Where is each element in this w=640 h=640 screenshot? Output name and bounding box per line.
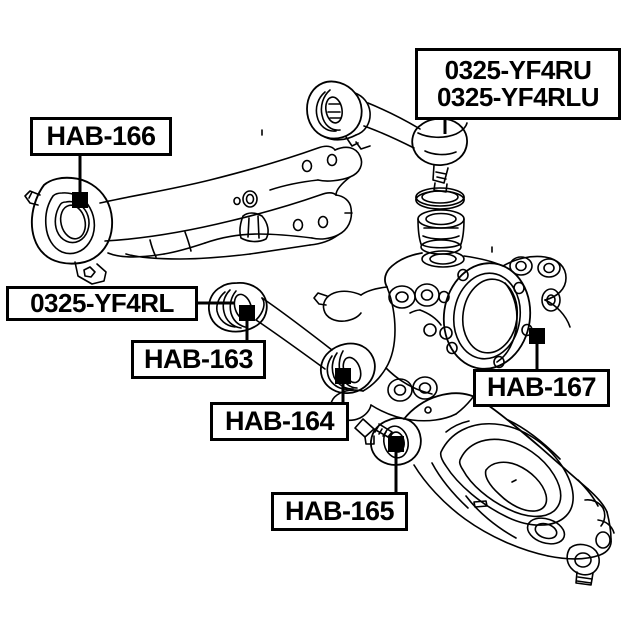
callout-hab-164-line-1: HAB-164 [224,405,335,436]
callout-hab-165-line-1: HAB-165 [284,495,395,526]
callout-hab-163[interactable]: HAB-163 [131,340,266,379]
callout-0325-yf4rl[interactable]: 0325-YF4RL [6,286,198,321]
marker-hab-165 [388,436,404,452]
callout-hab-166[interactable]: HAB-166 [30,117,172,156]
part-trailing-arm [24,129,363,285]
part-knuckle [313,246,571,445]
marker-hab-163 [239,305,255,321]
callout-hab-165[interactable]: HAB-165 [271,492,408,531]
marker-hab-166 [72,192,88,208]
callout-hab-163-line-1: HAB-163 [143,343,254,374]
part-boot-stack [415,187,465,255]
callout-0325-yf4ru[interactable]: 0325-YF4RU 0325-YF4RLU [415,48,621,120]
marker-hab-167 [529,328,545,344]
callout-hab-167-line-1: HAB-167 [486,372,597,403]
callout-hab-167[interactable]: HAB-167 [473,369,610,407]
callout-hab-166-line-1: HAB-166 [46,120,156,151]
callout-0325-yf4rl-line-1: 0325-YF4RL [30,288,174,319]
callout-0325-yf4ru-line-2: 0325-YF4RLU [436,82,600,112]
callout-hab-164[interactable]: HAB-164 [210,402,349,441]
callout-0325-yf4ru-line-1: 0325-YF4RU [444,55,592,86]
marker-hab-164 [335,368,351,384]
